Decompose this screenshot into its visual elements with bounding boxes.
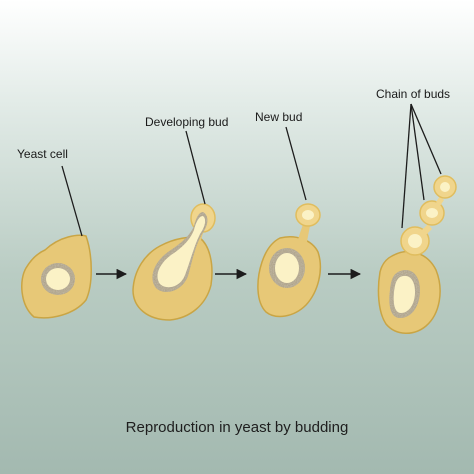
yeast-cell-stage <box>21 234 92 319</box>
chain-bud-2-nucleus <box>426 208 438 218</box>
chain-bud-1-nucleus <box>408 234 422 248</box>
yeast-cell-nucleus <box>46 268 70 290</box>
yeast-cell-pointer <box>61 165 83 237</box>
chain-of-buds-pointer-1 <box>401 103 412 229</box>
developing-bud-nucleus <box>157 216 206 288</box>
chain-neck-2 <box>422 224 432 235</box>
new-bud-pointer <box>285 126 307 201</box>
yeast-cell-label: Yeast cell <box>17 147 68 161</box>
new-bud-neck <box>298 224 310 242</box>
new-bud-cell-nucleus <box>275 253 299 283</box>
chain-neck-3 <box>436 196 444 206</box>
developing-bud-stage <box>132 203 216 321</box>
chain-bud-3-nucleus <box>440 182 450 192</box>
new-bud-nucleus <box>302 210 314 220</box>
chain-mother-nucleus <box>393 275 415 313</box>
new-bud-stage <box>257 203 322 318</box>
diagram-caption: Reproduction in yeast by budding <box>125 419 349 436</box>
chain-of-buds-pointer-3 <box>410 103 442 175</box>
chain-of-buds-pointer-2 <box>410 103 425 201</box>
developing-bud-label: Developing bud <box>145 115 229 129</box>
chain-of-buds-stage <box>377 175 457 334</box>
developing-bud-pointer <box>185 130 206 205</box>
new-bud-label: New bud <box>255 110 303 124</box>
chain-of-buds-label: Chain of buds <box>376 87 451 101</box>
